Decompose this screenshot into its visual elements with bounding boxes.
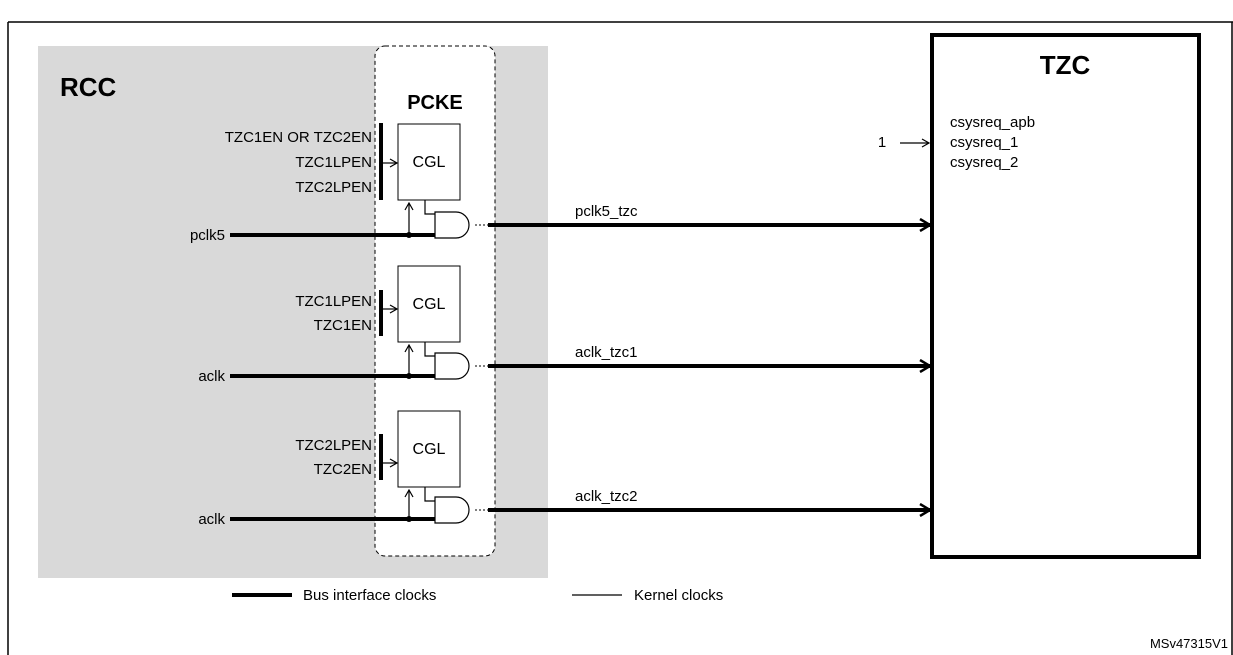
enable-signal-label: TZC1EN OR TZC2EN: [225, 129, 372, 146]
cgl-label: CGL: [413, 296, 446, 313]
enable-signal-label: TZC2EN: [314, 461, 372, 478]
tie-value-label: 1: [878, 134, 886, 151]
output-clock-label: aclk_tzc1: [575, 344, 638, 361]
cgl-output-line: [424, 342, 439, 357]
input-clock-label: aclk: [198, 368, 225, 385]
enable-signal-label: TZC2LPEN: [295, 179, 372, 196]
clock-gate-2: CGL TZC1LPEN TZC1EN aclk aclk_tzc1: [198, 265, 930, 385]
tzc-input-label: csysreq_1: [950, 134, 1018, 151]
cgl-output-line: [424, 200, 439, 215]
and-gate: [434, 352, 470, 380]
input-clock-label: pclk5: [190, 227, 225, 244]
enable-signal-label: TZC1EN: [314, 317, 372, 334]
cgl-block: [397, 123, 461, 201]
cgl-label: CGL: [413, 154, 446, 171]
pcke-title: PCKE: [407, 92, 463, 114]
tzc-input-label: csysreq_2: [950, 154, 1018, 171]
tzc-block: [930, 33, 1201, 559]
and-gate: [434, 211, 470, 239]
cgl-block: [397, 265, 461, 343]
output-clock-label: aclk_tzc2: [575, 488, 638, 505]
figure-reference: MSv47315V1: [1150, 636, 1228, 651]
legend: Bus interface clocks Kernel clocks: [232, 587, 723, 604]
tzc-title: TZC: [1040, 50, 1091, 80]
clock-gate-1: CGL TZC1EN OR TZC2EN TZC1LPEN TZC2LPEN p…: [190, 123, 930, 244]
tzc-input-label: csysreq_apb: [950, 114, 1035, 131]
legend-bus-label: Bus interface clocks: [303, 587, 436, 604]
legend-kernel-label: Kernel clocks: [634, 587, 723, 604]
cgl-block: [397, 410, 461, 488]
output-clock-label: pclk5_tzc: [575, 203, 638, 220]
and-gate: [434, 496, 470, 524]
rcc-title: RCC: [60, 72, 117, 102]
cgl-output-line: [424, 487, 439, 502]
cgl-label: CGL: [413, 441, 446, 458]
input-clock-label: aclk: [198, 511, 225, 528]
enable-signal-label: TZC1LPEN: [295, 293, 372, 310]
enable-signal-label: TZC2LPEN: [295, 437, 372, 454]
clock-gate-3: CGL TZC2LPEN TZC2EN aclk aclk_tzc2: [198, 410, 930, 528]
enable-signal-label: TZC1LPEN: [295, 154, 372, 171]
